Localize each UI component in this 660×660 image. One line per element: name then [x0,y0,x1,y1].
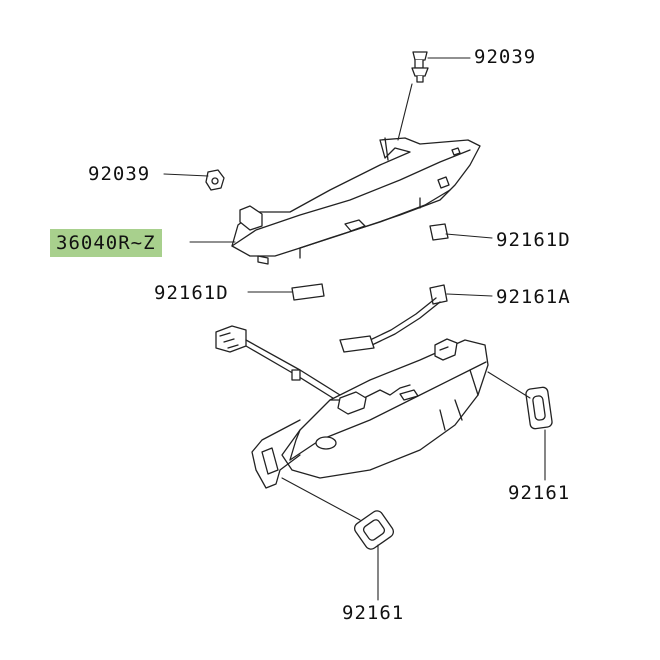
callout-92039-left: 92039 [88,163,151,185]
callout-92161D-left: 92161D [154,282,229,304]
wire-connector [215,325,341,401]
callout-92161D-right: 92161D [496,229,571,251]
grommet-92161-bottom [353,510,395,550]
callout-92039-top: 92039 [474,46,537,68]
callout-92161-bottom: 92161 [342,602,405,624]
wire-pad-92161A [339,284,448,353]
pad-92161D-right [429,223,449,241]
grommet-92161-right [525,386,553,430]
callout-36040RZ-highlighted: 36040R~Z [50,229,162,257]
clip-fastener-left [205,169,225,191]
lamp-housing [251,338,489,489]
rear-cover-bracket [231,137,481,265]
callout-92161-right: 92161 [508,482,571,504]
leader-lines [163,57,546,601]
callout-92161A: 92161A [496,286,571,308]
pad-92161D-left [291,283,325,301]
clip-fastener-top [411,51,429,83]
